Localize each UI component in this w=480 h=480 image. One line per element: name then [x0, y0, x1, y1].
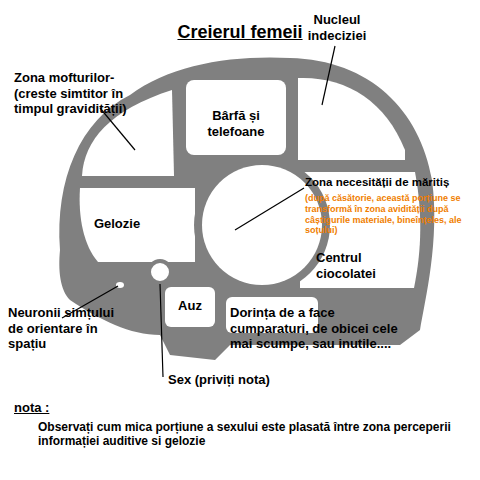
region-name: Bârfă și telefoane	[186, 108, 286, 139]
diagram-title: Creierul femeii	[0, 22, 480, 43]
zone-label: Zona necesității de măritiș	[305, 176, 477, 190]
small-circle	[149, 261, 171, 283]
region-name: Gelozie	[84, 216, 150, 232]
brain-region-box: Dorința de a face cumparaturi, de obicei…	[230, 305, 318, 331]
region-name: Centrul ciocolatei	[316, 250, 406, 281]
zone-label: Sex (priviți nota)	[168, 372, 318, 388]
zone-note: (după căsătorie, această porțiune se tra…	[305, 193, 477, 236]
brain-region	[298, 78, 405, 160]
leader-line	[235, 188, 304, 230]
brain-region	[165, 287, 215, 327]
brain-region-box: Auz	[165, 298, 215, 318]
leader-line	[160, 284, 163, 377]
zone-label: Neuronii simțului de orientare în spațiu	[8, 305, 123, 352]
brain-region-box: Centrul ciocolatei	[316, 250, 406, 286]
zone-label: Zona mofturilor- (creste simtitor în tim…	[14, 70, 139, 117]
region-name: Auz	[165, 298, 215, 314]
note-text: Observați cum mica porțiune a sexului es…	[38, 420, 468, 449]
zone-label: Nucleul indeciziei	[292, 12, 382, 43]
brain-circle	[202, 165, 322, 285]
region-name: Dorința de a face cumparaturi, de obicei…	[230, 305, 415, 352]
brain-region	[186, 80, 286, 155]
brain-region-box: Gelozie	[84, 216, 150, 238]
brain-region	[80, 188, 195, 262]
note-heading: nota :	[14, 400, 94, 416]
brain-region-box: Bârfă și telefoane	[186, 108, 286, 148]
leader-line	[322, 46, 335, 105]
